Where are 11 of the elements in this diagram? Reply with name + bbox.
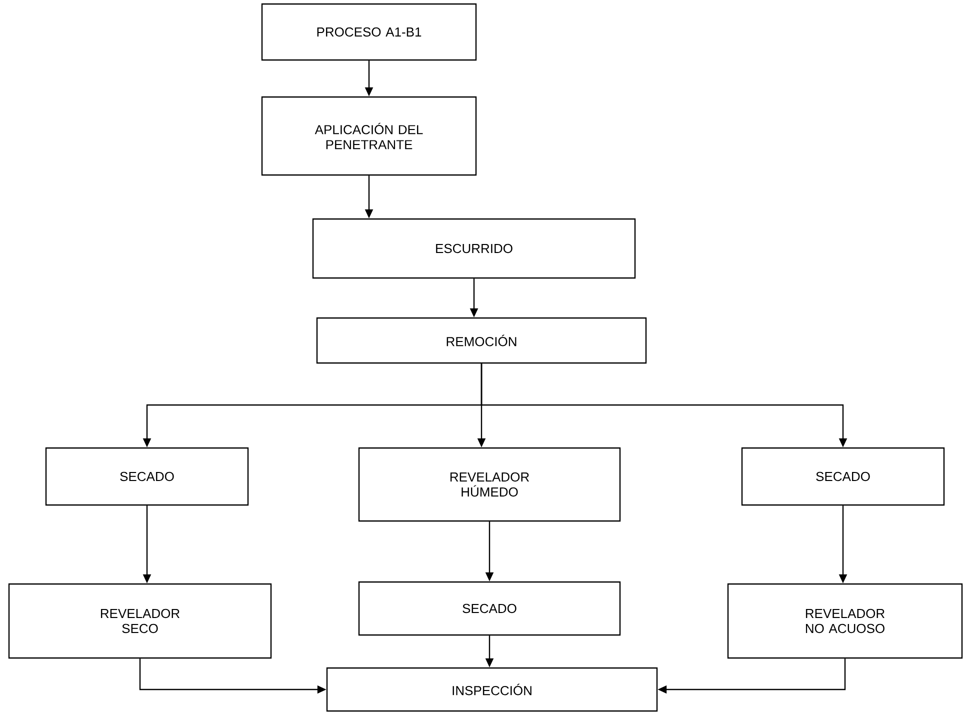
process-box: APLICACIÓN DEL PENETRANTE	[261, 96, 477, 176]
process-box: INSPECCIÓN	[326, 667, 658, 712]
process-box: SECADO	[741, 447, 945, 506]
process-box: PROCESO A1-B1	[261, 3, 477, 61]
process-box: REVELADOR SECO	[8, 583, 272, 659]
process-box: SECADO	[358, 581, 621, 636]
process-box: ESCURRIDO	[312, 218, 636, 279]
process-box: REMOCIÓN	[316, 317, 647, 364]
process-box: REVELADOR HÚMEDO	[358, 447, 621, 522]
process-box: SECADO	[45, 447, 249, 506]
process-box: REVELADOR NO ACUOSO	[727, 583, 963, 659]
